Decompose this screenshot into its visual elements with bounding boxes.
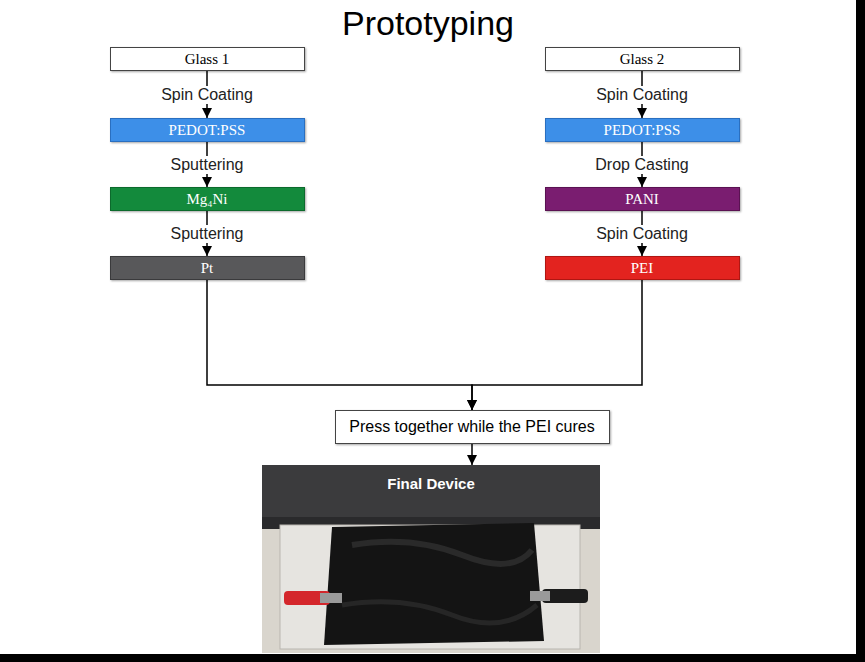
node-text: Pt [201, 260, 214, 277]
node-text: PEDOT:PSS [604, 122, 681, 139]
step-label: Sputtering [169, 156, 246, 174]
device-photo [262, 465, 600, 653]
layer-box: PANI [545, 187, 740, 211]
flow-arrow [207, 280, 472, 410]
slide-title: Prototyping [0, 4, 856, 43]
layer-box: PEDOT:PSS [545, 118, 740, 142]
flow-arrow [471, 444, 473, 465]
substrate-box: Glass 1 [110, 47, 305, 71]
process-box: Press together while the PEI cures [335, 410, 610, 444]
node-text: Mg₄Ni [186, 191, 227, 208]
layer-box: Mg₄Ni [110, 187, 305, 211]
layer-box: PEI [545, 256, 740, 280]
node-text: Glass 1 [185, 51, 230, 68]
node-text: Final Device [387, 475, 475, 492]
node-text: PEDOT:PSS [169, 122, 246, 139]
node-text: PANI [625, 191, 659, 208]
node-text: PEI [631, 260, 654, 277]
flow-arrow [472, 280, 642, 410]
step-label: Spin Coating [159, 86, 255, 104]
step-label: Sputtering [169, 225, 246, 243]
node-text: Press together while the PEI cures [349, 418, 594, 436]
layer-box: Pt [110, 256, 305, 280]
substrate-box: Glass 2 [545, 47, 740, 71]
photo-frame: Final Device [262, 465, 600, 653]
step-label: Drop Casting [593, 156, 690, 174]
step-label: Spin Coating [594, 225, 690, 243]
step-label: Spin Coating [594, 86, 690, 104]
layer-box: PEDOT:PSS [110, 118, 305, 142]
node-text: Glass 2 [620, 51, 665, 68]
